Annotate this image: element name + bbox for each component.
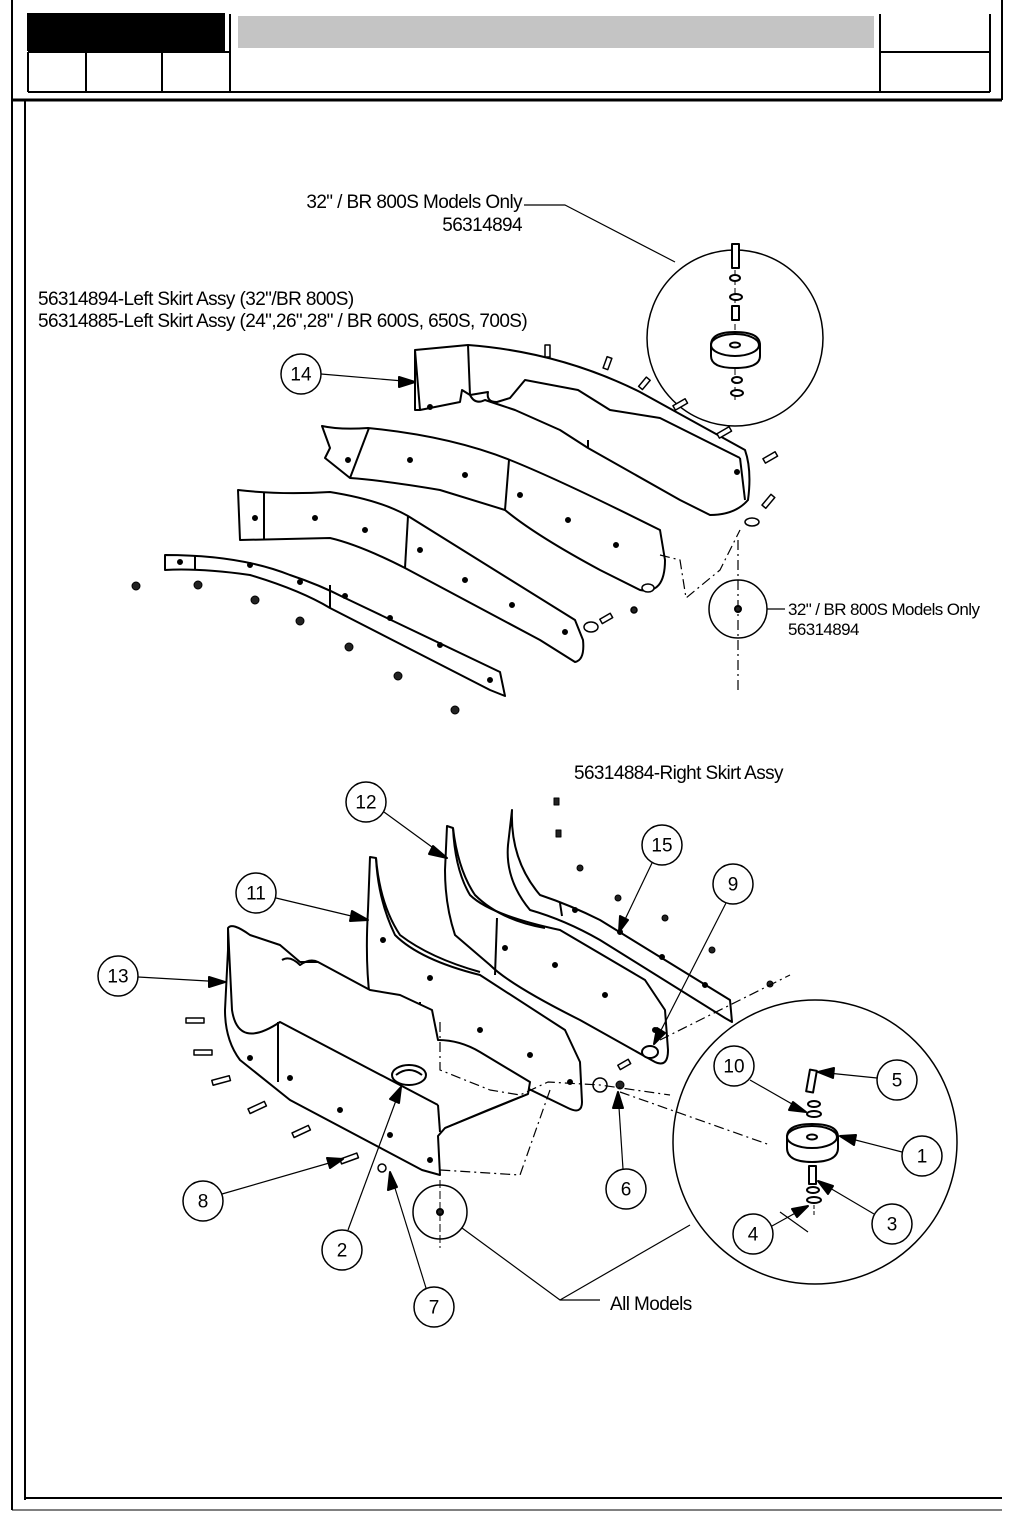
balloon-15 — [618, 824, 683, 933]
mid-inset-part: 56314894 — [788, 620, 859, 639]
balloon-2 — [321, 1086, 402, 1271]
balloon-label-8: 8 — [198, 1192, 209, 1213]
all-models-text: All Models — [610, 1294, 692, 1315]
all-models-caption: All Models — [610, 1294, 692, 1316]
balloon-5 — [817, 1059, 918, 1101]
title-block — [11, 0, 1003, 1511]
balloon-label-6: 6 — [621, 1180, 632, 1201]
part-12-panel — [444, 825, 669, 1065]
left-skirt-bolts — [544, 344, 779, 633]
balloon-label-14: 14 — [290, 365, 312, 386]
balloon-12 — [345, 781, 448, 859]
balloon-4 — [732, 1205, 809, 1255]
left-skirt-panel-upper — [321, 425, 666, 592]
balloon-label-13: 13 — [107, 967, 128, 988]
left-assy-line1: 56314894-Left Skirt Assy (32"/BR 800S) — [38, 289, 354, 310]
balloon-label-1: 1 — [917, 1147, 928, 1168]
balloon-14 — [280, 353, 416, 395]
left-skirt-panel-lower — [237, 489, 585, 663]
title-gray-band — [238, 16, 874, 48]
balloon-label-9: 9 — [728, 875, 739, 896]
balloon-9 — [653, 863, 754, 1045]
balloon-label-3: 3 — [887, 1215, 898, 1236]
balloon-label-7: 7 — [429, 1298, 440, 1319]
top-inset-note: 32" / BR 800S Models Only — [286, 192, 522, 214]
title-black-bar — [27, 13, 225, 51]
balloon-label-2: 2 — [337, 1241, 348, 1262]
left-assy-line2: 56314885-Left Skirt Assy (24",26",28" / … — [38, 311, 528, 332]
part-15-strip — [506, 809, 733, 1023]
inset-hardware-bottom — [786, 1068, 839, 1215]
balloon-label-10: 10 — [723, 1057, 744, 1078]
balloon-label-12: 12 — [355, 793, 376, 814]
right-skirt-nuts — [553, 797, 774, 1090]
part-14-bracket — [414, 344, 751, 516]
balloon-1 — [839, 1134, 943, 1177]
balloon-label-4: 4 — [748, 1225, 759, 1246]
leader-top-note — [524, 204, 676, 263]
balloon-10 — [713, 1045, 807, 1113]
mid-inset-note: 32" / BR 800S Models Only — [788, 600, 980, 619]
top-inset-part: 56314894 — [420, 215, 522, 237]
inset-hardware-top — [710, 243, 761, 400]
part-2-cup — [391, 1064, 427, 1086]
right-skirt-bolts — [185, 1017, 387, 1173]
mid-inset-caption: 32" / BR 800S Models Only 56314894 — [788, 600, 980, 640]
balloon-6 — [605, 1091, 647, 1210]
balloon-label-15: 15 — [651, 836, 672, 857]
top-inset-note-text: 32" / BR 800S Models Only — [306, 192, 522, 213]
balloon-label-5: 5 — [892, 1071, 903, 1092]
left-assy-caption: 56314894-Left Skirt Assy (32"/BR 800S) 5… — [38, 289, 528, 333]
right-assy-caption: 56314884-Right Skirt Assy — [574, 763, 784, 785]
balloon-labels: 14 12 15 11 9 13 10 5 1 6 8 4 3 2 7 — [107, 365, 927, 1319]
balloon-label-11: 11 — [246, 884, 266, 905]
balloon-7 — [387, 1171, 455, 1328]
balloon-8 — [182, 1157, 344, 1222]
part-13-bracket — [224, 925, 531, 1176]
left-skirt-assembly — [131, 204, 824, 715]
inset-circle-bottom — [672, 999, 958, 1285]
balloon-3 — [817, 1180, 913, 1245]
balloon-11 — [235, 872, 369, 922]
left-skirt-nuts — [131, 580, 460, 715]
top-inset-part-text: 56314894 — [442, 215, 522, 236]
right-assy-text: 56314884-Right Skirt Assy — [574, 763, 784, 784]
right-skirt-assembly — [97, 781, 958, 1328]
balloon-13 — [97, 955, 226, 997]
